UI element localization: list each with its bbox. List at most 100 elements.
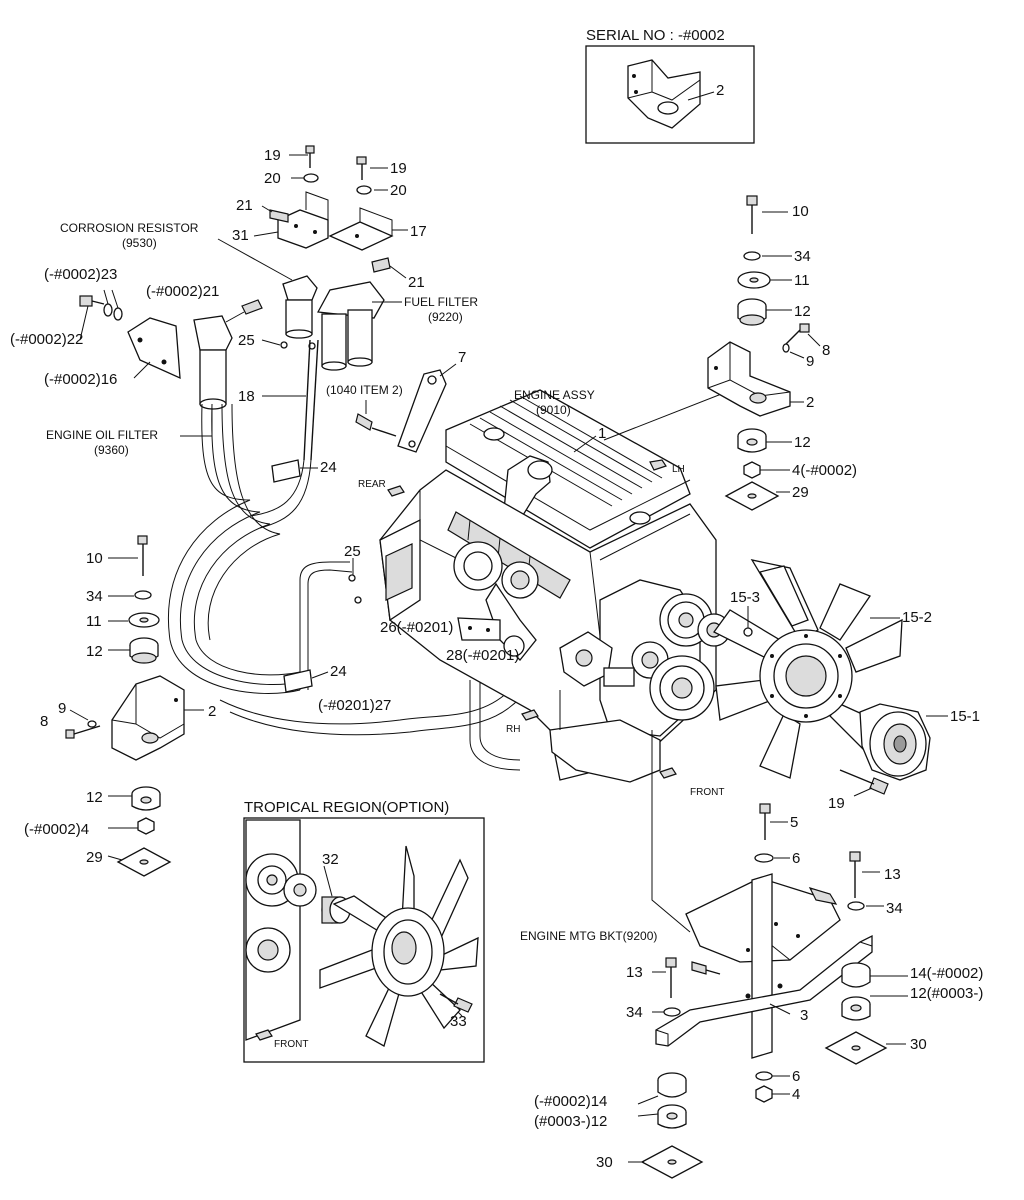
callout-30b: 30 [596, 1154, 613, 1171]
label-engine-oil-filter: ENGINE OIL FILTER [46, 428, 158, 442]
callout-17: 17 [410, 223, 427, 240]
tropical-region-inset: TROPICAL REGION(OPTION) [243, 799, 485, 1063]
serial-box-frame [585, 45, 755, 144]
callout-15-3: 15-3 [730, 589, 760, 606]
callout-15-1: 15-1 [950, 708, 980, 725]
callout-11-right: 11 [794, 272, 810, 289]
callout-numbers: 19 20 21 31 19 20 17 21 (-#0002)23 (-#00… [10, 147, 983, 1171]
tropical-box-title: TROPICAL REGION(OPTION) [244, 799, 449, 816]
callout-6b: 6 [792, 1068, 800, 1085]
front-arrow-icon [659, 767, 677, 779]
tropical-front-arrow-icon [255, 1029, 273, 1041]
callout-9-left: 9 [58, 700, 66, 717]
direction-markers [387, 459, 677, 779]
callout-5: 5 [790, 814, 798, 831]
label-rear: REAR [358, 479, 386, 490]
callout-4b: 4 [792, 1086, 800, 1103]
callout-20a: 20 [264, 170, 281, 187]
callout-15-2: 15-2 [902, 609, 932, 626]
callout-12a: 12(#0003-) [910, 985, 983, 1002]
callout-28: 28(-#0201) [446, 647, 519, 664]
cooling-fan [713, 559, 948, 797]
callout-34b: 34 [626, 1004, 643, 1021]
callout-9-right: 9 [806, 353, 814, 370]
label-item-ref: (1040 ITEM 2) [326, 383, 403, 397]
callout-19c: 19 [828, 795, 845, 812]
callout-22: (-#0002)22 [10, 331, 83, 348]
callout-33: 33 [450, 1013, 467, 1030]
label-tropical-front: FRONT [274, 1039, 308, 1050]
callout-12b: (#0003-)12 [534, 1113, 607, 1130]
callout-25b: 25 [344, 543, 361, 560]
callout-13b: 13 [626, 964, 643, 981]
callout-2-right: 2 [806, 394, 814, 411]
callout-34a: 34 [886, 900, 903, 917]
callout-19b: 19 [390, 160, 407, 177]
right-mount-stack [707, 195, 821, 511]
lh-arrow-icon [649, 459, 667, 471]
callout-1: 1 [598, 425, 606, 442]
label-engine-oil-filter-code: (9360) [94, 443, 129, 457]
engine-mounting-bracket [628, 803, 908, 1179]
callout-34-left: 34 [86, 588, 103, 605]
label-fuel-filter-code: (9220) [428, 310, 463, 324]
rear-arrow-icon [387, 485, 405, 497]
callout-20b: 20 [390, 182, 407, 199]
callout-4-right: 4(-#0002) [792, 462, 857, 479]
callout-25a: 25 [238, 332, 255, 349]
callout-8-right: 8 [822, 342, 830, 359]
callout-12-left-lower: 12 [86, 789, 103, 806]
callout-11-left: 11 [86, 613, 102, 630]
callout-19a: 19 [264, 147, 281, 164]
callout-16: (-#0002)16 [44, 371, 117, 388]
label-engine-assy-code: (9010) [536, 403, 571, 417]
engine-assembly [355, 363, 753, 933]
callout-31: 31 [232, 227, 249, 244]
callout-21c: (-#0002)21 [146, 283, 219, 300]
callout-8-left: 8 [40, 713, 48, 730]
callout-24b: 24 [330, 663, 347, 680]
engine-mount-bracket-small [627, 59, 701, 129]
valve-cover-ribs [469, 395, 663, 507]
callout-14b: (-#0002)14 [534, 1093, 607, 1110]
callout-13a: 13 [884, 866, 901, 883]
callout-3: 3 [800, 1007, 808, 1024]
label-front: FRONT [690, 787, 724, 798]
callout-29-left: 29 [86, 849, 103, 866]
callout-12-right-upper: 12 [794, 303, 811, 320]
callout-10-left: 10 [86, 550, 103, 567]
callout-2-serial: 2 [716, 82, 724, 99]
callout-30a: 30 [910, 1036, 927, 1053]
fan-bolt-holes [770, 634, 842, 718]
callout-21b: 21 [408, 274, 425, 291]
hose-lines [168, 403, 521, 771]
label-fuel-filter: FUEL FILTER [404, 295, 478, 309]
left-mount-stack [65, 535, 204, 877]
callout-4-left: (-#0002)4 [24, 821, 89, 838]
callout-2-left: 2 [208, 703, 216, 720]
callout-34-right: 34 [794, 248, 811, 265]
callout-26: 26(-#0201) [380, 619, 453, 636]
serial-number-inset: SERIAL NO : -#0002 2 [585, 27, 755, 144]
callout-12-right-lower: 12 [794, 434, 811, 451]
label-engine-mtg-bkt: ENGINE MTG BKT(9200) [520, 929, 657, 943]
callout-32: 32 [322, 851, 339, 868]
callout-12-left-upper: 12 [86, 643, 103, 660]
callout-23: (-#0002)23 [44, 266, 117, 283]
callout-18: 18 [238, 388, 255, 405]
callout-24a: 24 [320, 459, 337, 476]
label-corrosion-resistor-code: (9530) [122, 236, 157, 250]
filter-assembly [79, 145, 408, 483]
callout-6a: 6 [792, 850, 800, 867]
callout-27: (-#0201)27 [318, 697, 391, 714]
callout-21a: 21 [236, 197, 253, 214]
callout-10-right: 10 [792, 203, 809, 220]
label-lh: LH [672, 464, 685, 475]
label-corrosion-resistor: CORROSION RESISTOR [60, 221, 199, 235]
label-engine-assy: ENGINE ASSY [514, 388, 595, 402]
tropical-box-frame [243, 817, 485, 1063]
serial-box-title: SERIAL NO : -#0002 [586, 27, 725, 44]
callout-14a: 14(-#0002) [910, 965, 983, 982]
component-names: CORROSION RESISTOR (9530) FUEL FILTER (9… [46, 221, 724, 1050]
